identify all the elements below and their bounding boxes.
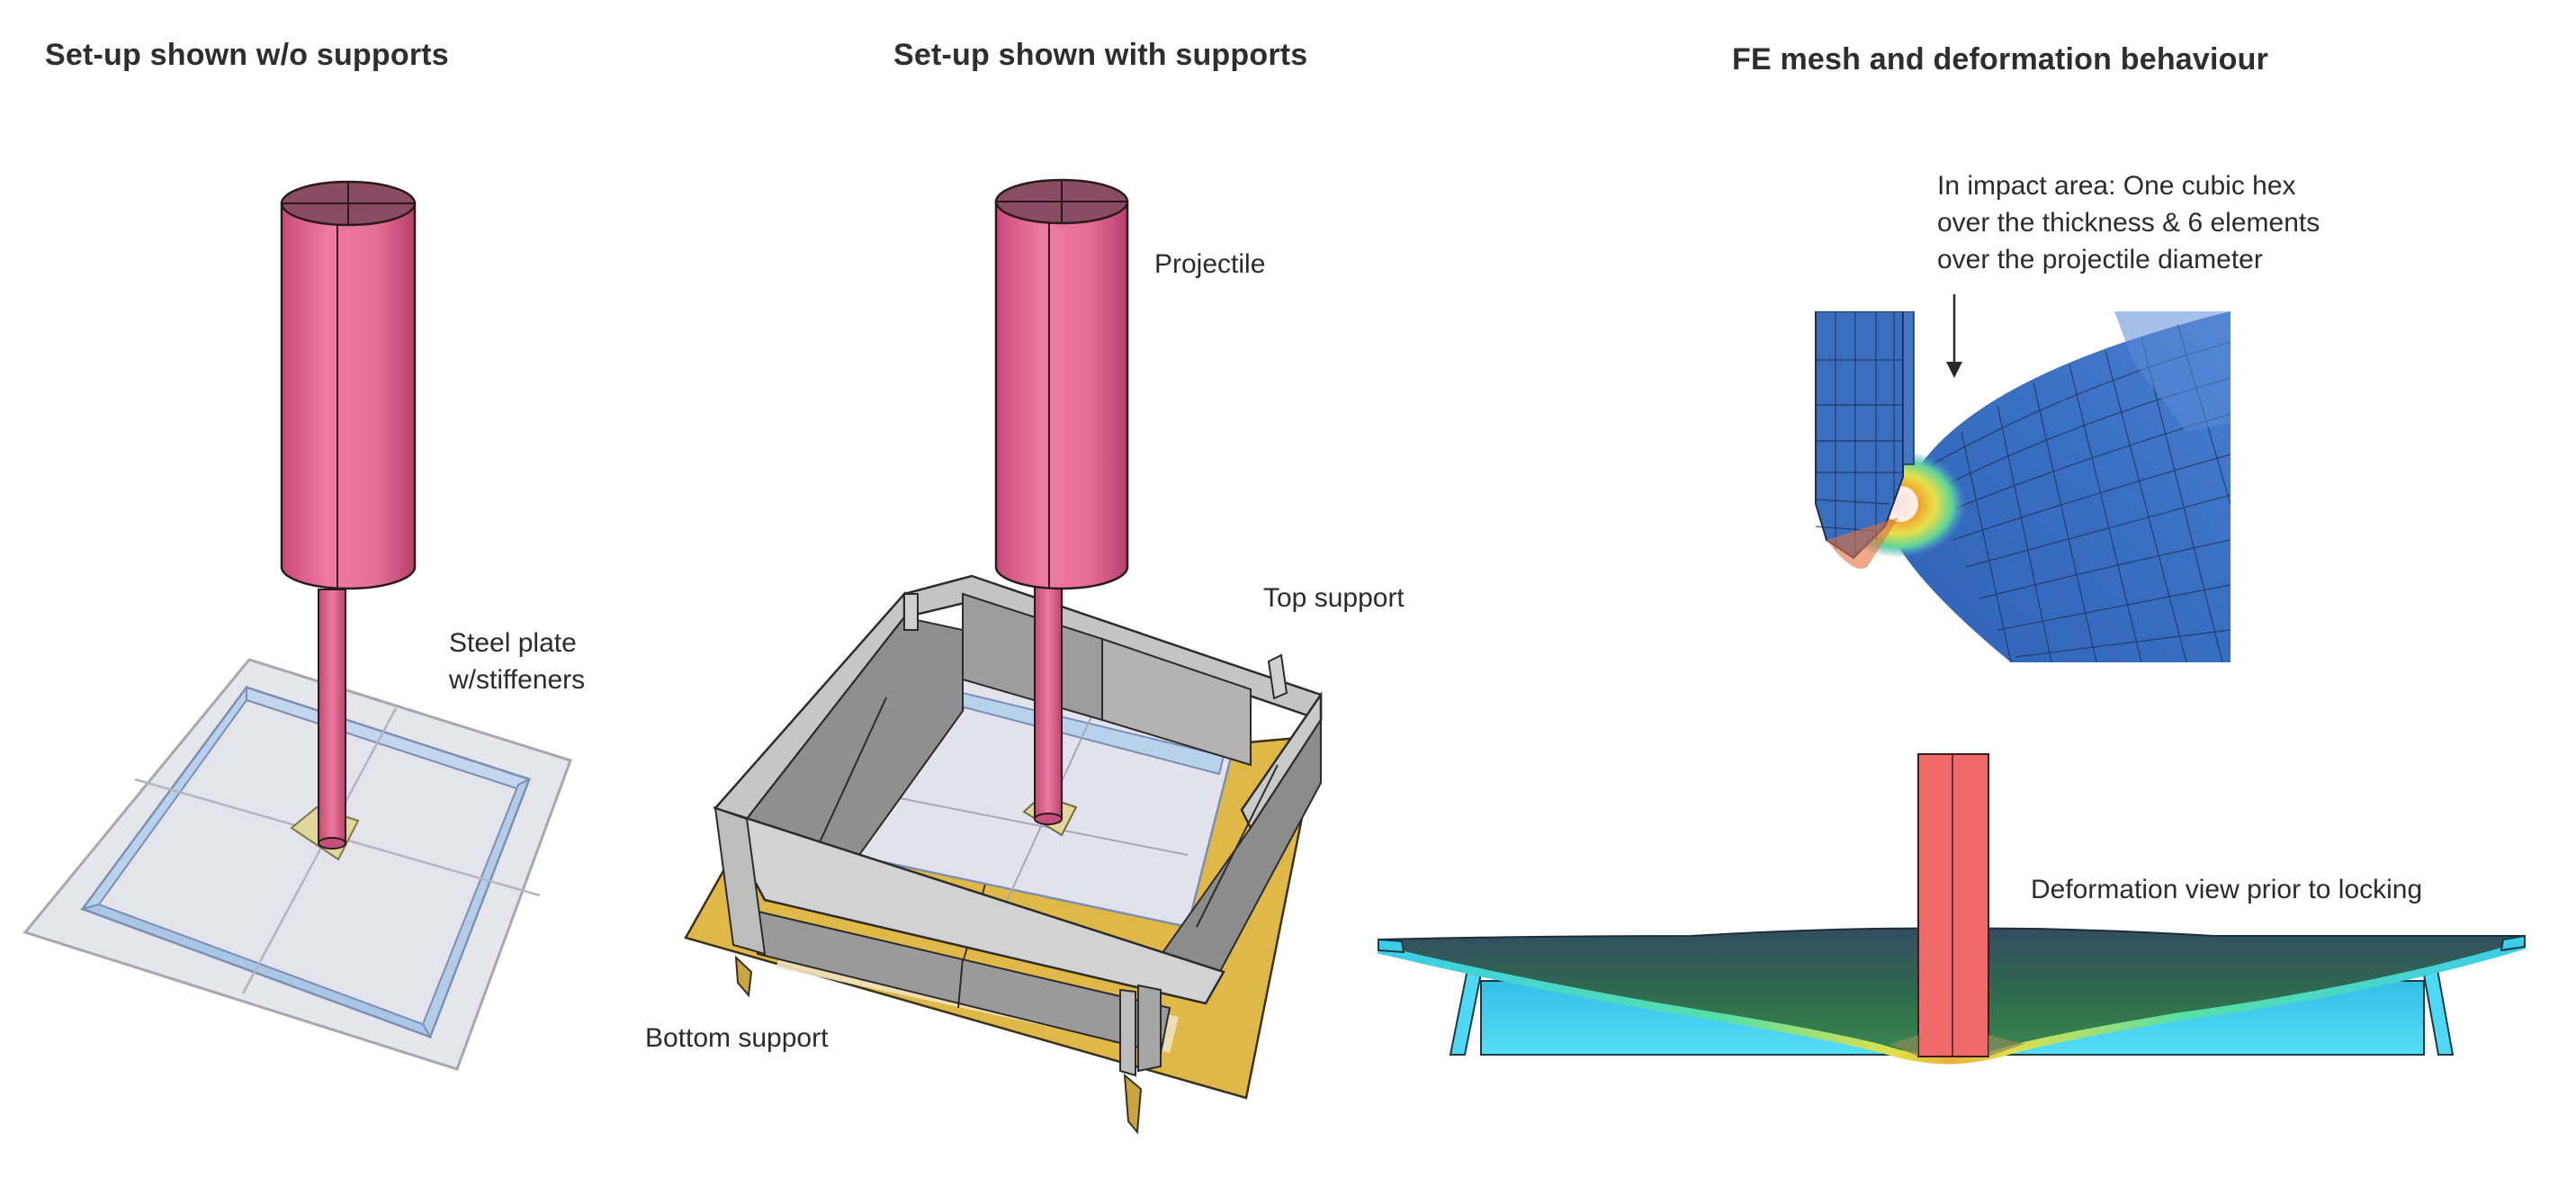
label-projectile: Projectile <box>1154 249 1266 279</box>
label-top-support: Top support <box>1263 583 1405 613</box>
label-steel-plate-line1: Steel plate <box>449 628 577 658</box>
panel-title-without-supports: Set-up shown w/o supports <box>45 38 449 72</box>
panel-title-with-supports: Set-up shown with supports <box>893 38 1308 72</box>
label-impact-area-line1: In impact area: One cubic hex <box>1937 171 2296 201</box>
label-deformation-view: Deformation view prior to locking <box>2031 875 2423 904</box>
projectile-with-supports <box>994 178 1129 825</box>
fe-mesh-detail <box>1815 294 2230 662</box>
panel-title-fe-mesh: FE mesh and deformation behaviour <box>1732 42 2269 76</box>
plate-assembly-without-supports <box>22 658 572 1071</box>
top-support-frame <box>713 574 1323 1077</box>
label-impact-area: In impact area: One cubic hex over the t… <box>1937 167 2320 278</box>
label-bottom-support: Bottom support <box>645 1023 829 1053</box>
label-steel-plate: Steel plate w/stiffeners <box>449 625 585 698</box>
deformation-view <box>1377 753 2527 1065</box>
label-impact-area-line3: over the projectile diameter <box>1937 245 2263 274</box>
label-steel-plate-line2: w/stiffeners <box>449 665 586 695</box>
projectile-without-supports <box>280 180 417 850</box>
label-impact-area-line2: over the thickness & 6 elements <box>1937 208 2320 238</box>
